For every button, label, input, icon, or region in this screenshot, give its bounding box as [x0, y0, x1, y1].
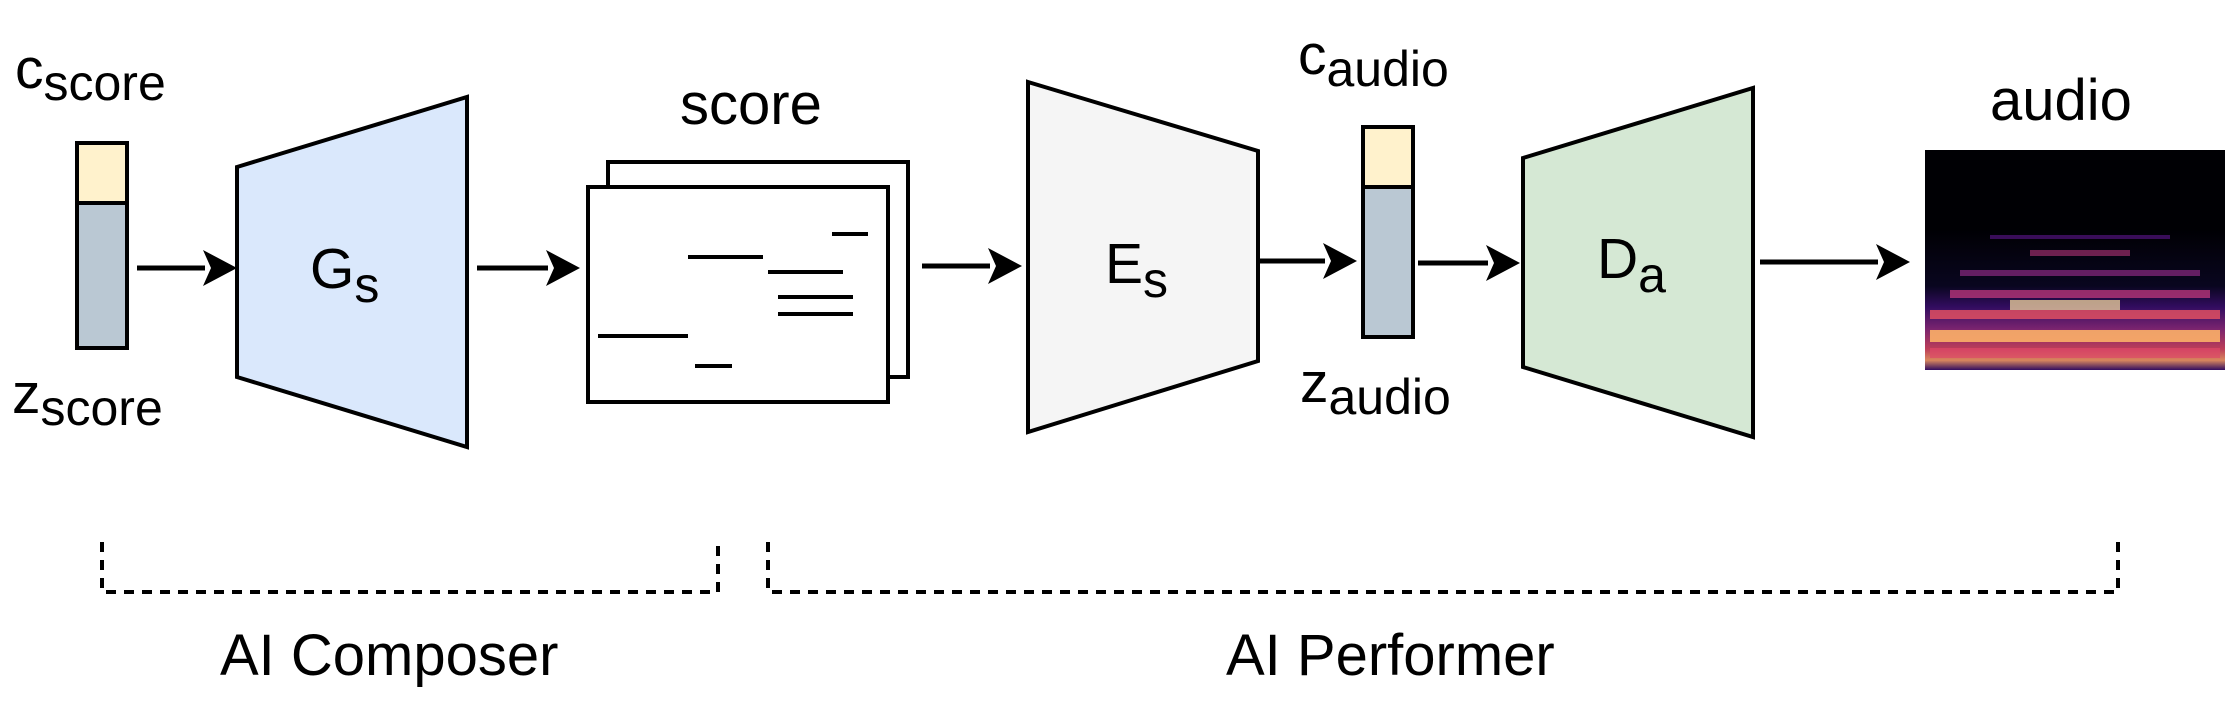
score-condition-cell [75, 141, 129, 205]
score-latent-vector [75, 141, 129, 350]
decoder-label: Da [1597, 227, 1666, 303]
composer-bracket [100, 542, 720, 594]
generator-block [235, 94, 469, 450]
generator-label: Gs [310, 237, 379, 313]
score-document [586, 160, 910, 404]
arrow-encoder-to-latent [1260, 243, 1357, 279]
performer-bracket [766, 542, 2120, 594]
audio-latent-cell [1361, 185, 1415, 339]
encoder-label: Es [1105, 232, 1168, 308]
audio-latent-vector [1361, 125, 1415, 339]
arrow-generator-to-score [477, 250, 580, 286]
c-audio-label: caudio [1298, 23, 1449, 97]
audio-spectrogram [1925, 150, 2225, 370]
c-score-label: cscore [15, 37, 166, 111]
score-notes [598, 232, 868, 368]
arrow-score-to-encoder [922, 248, 1022, 284]
ai-composer-label: AI Composer [220, 623, 558, 688]
arrow-decoder-to-audio [1760, 244, 1910, 280]
encoder-block [1026, 79, 1260, 435]
score-label: score [680, 72, 822, 137]
score-latent-cell [75, 201, 129, 350]
ai-performer-label: AI Performer [1226, 623, 1555, 688]
arrow-latent-to-generator [137, 250, 237, 286]
score-sheet-front [586, 185, 890, 404]
arrow-latent-to-decoder [1418, 245, 1520, 281]
z-audio-label: zaudio [1300, 351, 1451, 425]
z-score-label: zscore [12, 362, 163, 436]
decoder-block [1521, 85, 1755, 440]
audio-label: audio [1990, 68, 2132, 133]
spectrogram-harmonics [1930, 235, 2220, 358]
audio-condition-cell [1361, 125, 1415, 189]
